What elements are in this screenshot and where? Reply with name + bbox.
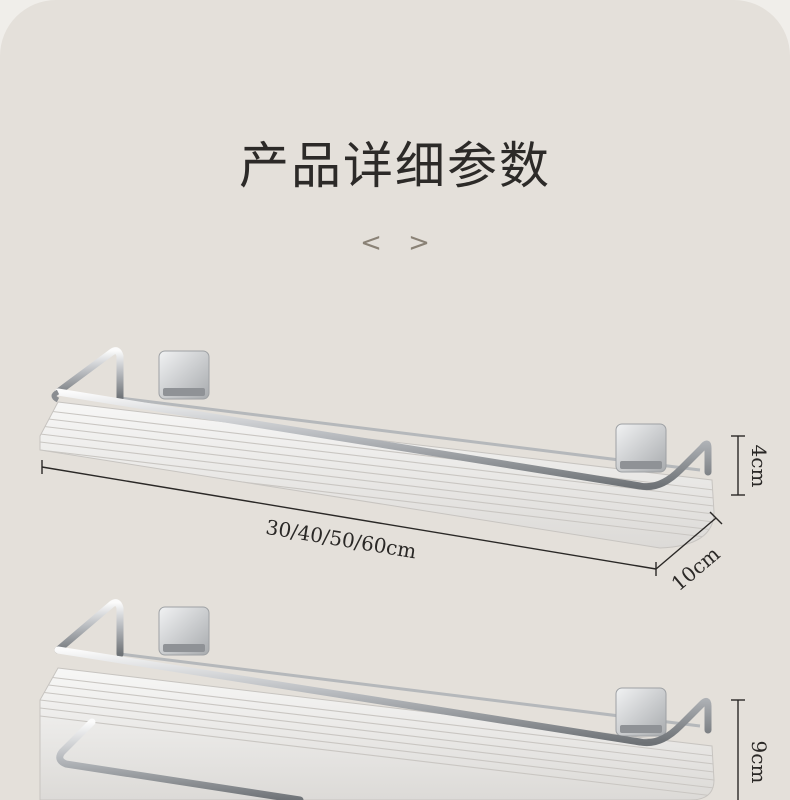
- next-arrow-icon[interactable]: >: [408, 228, 430, 258]
- carousel-nav: < >: [0, 228, 790, 258]
- height-dimension-line: [731, 435, 745, 496]
- shelf-top-view: [39, 347, 715, 549]
- mount-clip-right: [615, 423, 667, 473]
- mount-clip-right-2: [615, 687, 667, 737]
- prev-arrow-icon[interactable]: <: [360, 228, 382, 258]
- towel-bar: [56, 718, 304, 800]
- page-title: 产品详细参数: [239, 137, 551, 195]
- mount-clip-left: [158, 350, 210, 400]
- length-label: 30/40/50/60cm: [264, 515, 418, 564]
- shelf-with-towel-bar: [39, 599, 715, 800]
- depth-label: 10cm: [666, 542, 724, 596]
- towel-bar-height-dimension-line: [731, 699, 745, 800]
- mount-clip-left-2: [158, 606, 210, 656]
- height-label: 4cm: [747, 445, 771, 488]
- plate-grooves-2: [40, 675, 714, 797]
- towel-bar-height-label: 9cm: [747, 741, 771, 784]
- depth-dimension-line: [655, 511, 723, 570]
